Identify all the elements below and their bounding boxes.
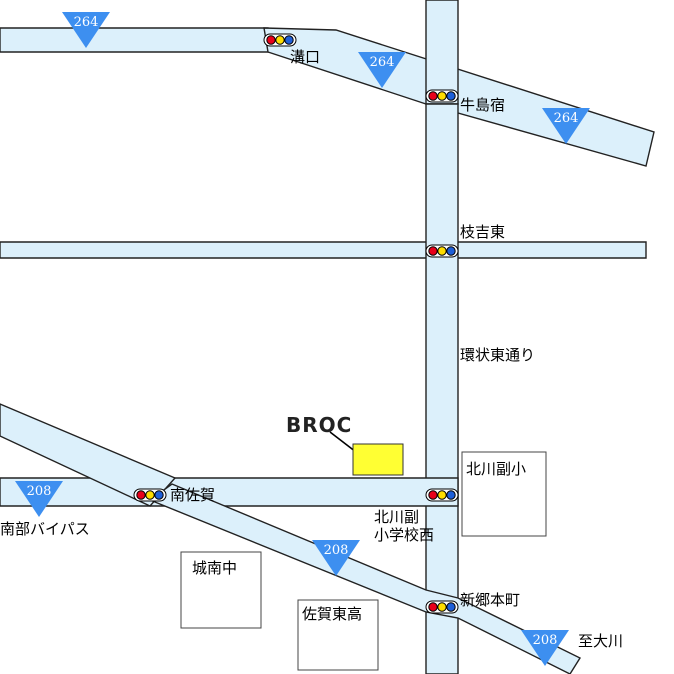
- roads: [0, 0, 655, 674]
- destination: BROC: [286, 413, 404, 476]
- destination-marker: [352, 443, 404, 476]
- road-edayoshi: [0, 241, 647, 259]
- road-kanjo: [425, 103, 459, 674]
- traffic-signal-icon: [263, 33, 297, 47]
- traffic-signal-icon: [425, 89, 459, 103]
- intersection-label-ushijimajuku: 牛島宿: [460, 96, 505, 114]
- road-label-bypass: 南部バイパス: [0, 520, 90, 538]
- building-kitakawazoe-elementary: [461, 451, 547, 537]
- svg-text:264: 264: [74, 15, 99, 30]
- route-264-shield: 264: [542, 108, 590, 144]
- road-264-west: [0, 27, 273, 53]
- road-264-diagonal: [263, 27, 655, 167]
- svg-text:208: 208: [27, 484, 52, 499]
- route-208-shield: 208: [15, 481, 63, 517]
- intersection-label-kitakawazoe-line2: 小学校西: [374, 526, 434, 544]
- road-208-diagonal: [148, 483, 582, 674]
- destination-logo: BROC: [286, 413, 352, 437]
- building-sagahigashi-hs: [297, 599, 379, 671]
- svg-text:208: 208: [533, 633, 558, 648]
- destination-pointer: [329, 431, 357, 453]
- svg-text:264: 264: [554, 111, 579, 126]
- road-nw-diagonal: [0, 403, 177, 507]
- road-minami-saga: [0, 477, 459, 507]
- road-kanjo-north: [425, 0, 459, 105]
- buildings: [180, 451, 547, 671]
- intersection-label-minami-saga: 南佐賀: [170, 486, 215, 504]
- traffic-signal-icon: [425, 600, 459, 614]
- route-264-shield: 264: [62, 12, 110, 48]
- route-208-shield: 208: [521, 630, 569, 666]
- road-label-to-okawa: 至大川: [578, 632, 623, 650]
- traffic-signal-icon: [425, 488, 459, 502]
- traffic-signal-icon: [425, 244, 459, 258]
- route-shields: 264 264 264 208 208 208: [15, 12, 590, 666]
- building-label-jonan-jhs: 城南中: [192, 559, 237, 577]
- labels: 溝口 牛島宿 枝吉東 環状東通り 南佐賀 南部バイパス 北川副 小学校西 新郷本…: [0, 48, 623, 650]
- route-208-shield: 208: [312, 540, 360, 576]
- svg-text:264: 264: [370, 55, 395, 70]
- traffic-signal-icon: [133, 488, 167, 502]
- route-264-shield: 264: [358, 52, 406, 88]
- svg-text:208: 208: [324, 543, 349, 558]
- building-jonan-jhs: [180, 551, 262, 629]
- intersection-label-mizoguchi: 溝口: [290, 48, 320, 66]
- intersection-label-shingo-honmachi: 新郷本町: [460, 591, 520, 609]
- road-label-kanjo: 環状東通り: [460, 346, 535, 364]
- traffic-signals: [133, 33, 459, 614]
- building-label-sagahigashi-hs: 佐賀東高: [302, 605, 362, 623]
- building-label-kitakawazoe-elementary: 北川副小: [466, 460, 526, 478]
- intersection-label-edayoshi-higashi: 枝吉東: [460, 223, 505, 241]
- intersection-label-kitakawazoe: 北川副: [374, 508, 419, 526]
